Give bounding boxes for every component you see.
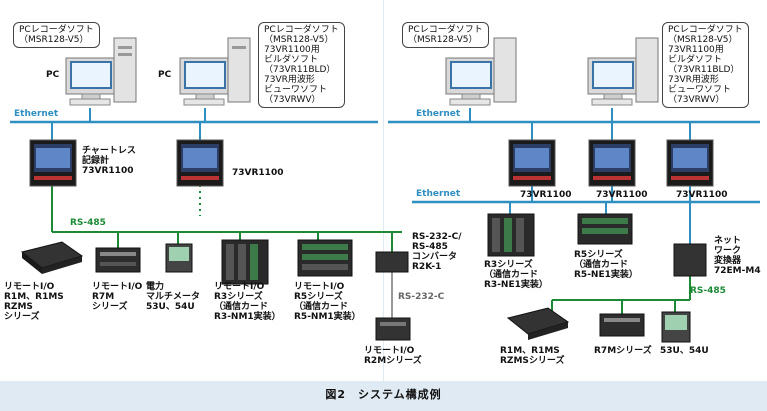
left-pc2-label: PC bbox=[158, 70, 172, 80]
recorder-1 bbox=[29, 139, 77, 187]
left-device-r2m-label: リモートI/O R2Mシリーズ bbox=[364, 346, 422, 366]
recorder-3 bbox=[508, 139, 556, 187]
right-rs485-label: RS-485 bbox=[690, 286, 726, 296]
right-device-meter-label: 53U、54U bbox=[660, 346, 709, 356]
right-device-r3-label: R3シリーズ （通信カード R3-NE1実装） bbox=[484, 260, 548, 290]
left-converter-label: RS-232-C/ RS-485 コンバータ R2K-1 bbox=[412, 232, 462, 272]
left-device-meter-label: 電力 マルチメータ 53U、54U bbox=[146, 282, 201, 312]
device-r3 bbox=[221, 239, 269, 285]
right-device-r5-label: R5シリーズ （通信カード R5-NE1実装） bbox=[574, 250, 638, 280]
device-r5 bbox=[297, 239, 353, 277]
device-meter bbox=[165, 243, 193, 273]
device-r7m bbox=[95, 247, 141, 273]
device-meter-right bbox=[661, 311, 691, 343]
left-rs485-label: RS-485 bbox=[70, 218, 106, 228]
right-device-r7m-label: R7Mシリーズ bbox=[594, 346, 652, 356]
device-r7m-right bbox=[599, 313, 645, 337]
pc-2 bbox=[179, 37, 251, 106]
left-device-r7m-label: リモートI/O R7M シリーズ bbox=[92, 282, 143, 312]
right-recorder3-label: 73VR1100 bbox=[676, 190, 728, 200]
left-callout-software: PCレコーダソフト （MSR128-V5） bbox=[13, 22, 100, 48]
left-recorder2-label: 73VR1100 bbox=[232, 168, 284, 178]
device-r1m-right bbox=[506, 307, 570, 340]
device-network-converter bbox=[673, 243, 707, 277]
left-device-r3-label: リモートI/O R3シリーズ （通信カード R3-NM1実装） bbox=[214, 282, 281, 322]
pc-1 bbox=[65, 37, 137, 106]
right-ethernet-label-top: Ethernet bbox=[416, 109, 461, 119]
left-device-r1m-label: リモートI/O R1M、R1MS RZMS シリーズ bbox=[4, 282, 64, 322]
left-rs232-label: RS-232-C bbox=[398, 292, 445, 302]
recorder-5 bbox=[666, 139, 714, 187]
device-r5-right bbox=[577, 213, 633, 245]
device-r1m bbox=[20, 241, 84, 274]
device-r3-right bbox=[487, 213, 535, 257]
right-callout-software-plus: PCレコーダソフト （MSR128-V5） 73VR1100用 ビルダソフト （… bbox=[662, 22, 749, 108]
left-recorder1-label: チャートレス 記録計 73VR1100 bbox=[82, 146, 136, 176]
right-ethernet-label-mid: Ethernet bbox=[416, 189, 461, 199]
pc-4 bbox=[587, 37, 659, 106]
right-recorder1-label: 73VR1100 bbox=[520, 190, 572, 200]
recorder-2 bbox=[176, 139, 224, 187]
right-network-converter-label: ネット ワーク 変換器 72EM-M4 bbox=[714, 236, 761, 276]
right-recorder2-label: 73VR1100 bbox=[596, 190, 648, 200]
right-device-r1m-label: R1M、R1MS RZMSシリーズ bbox=[500, 346, 565, 366]
device-r2m bbox=[375, 317, 411, 341]
device-converter bbox=[375, 251, 409, 273]
left-pc1-label: PC bbox=[46, 70, 60, 80]
right-callout-software: PCレコーダソフト （MSR128-V5） bbox=[402, 22, 489, 48]
left-callout-software-plus: PCレコーダソフト （MSR128-V5） 73VR1100用 ビルダソフト （… bbox=[258, 22, 345, 108]
left-ethernet-label: Ethernet bbox=[14, 109, 59, 119]
pc-3 bbox=[445, 37, 517, 106]
left-device-r5-label: リモートI/O R5シリーズ （通信カード R5-NM1実装） bbox=[294, 282, 361, 322]
recorder-4 bbox=[588, 139, 636, 187]
figure-caption: 図2 システム構成例 bbox=[325, 388, 442, 401]
